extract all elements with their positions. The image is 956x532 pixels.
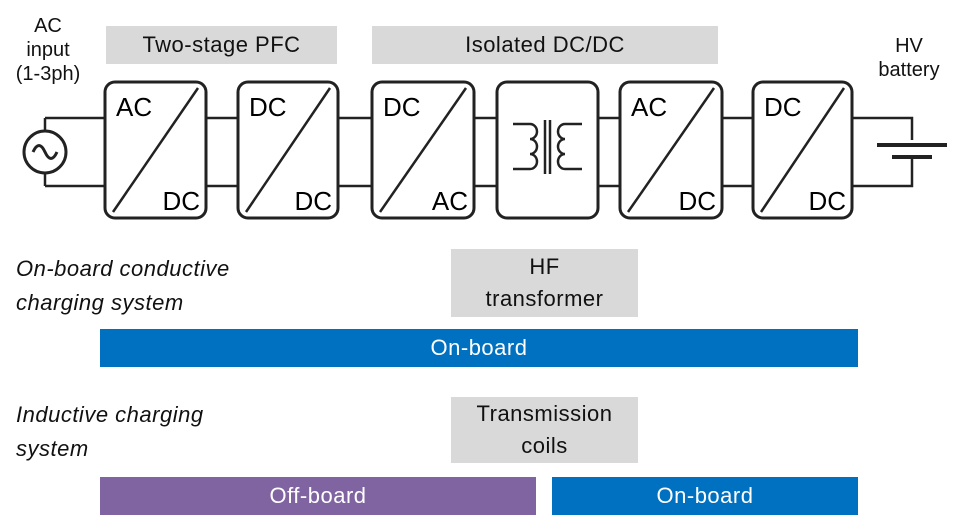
converter-3-top: DC <box>383 92 421 122</box>
wire-bottom <box>45 158 914 188</box>
converter-block-2: DC DC <box>236 80 340 220</box>
isolated-dcdc-label: Isolated DC/DC <box>372 26 718 64</box>
conductive-system-label: On-board conductive charging system <box>16 256 230 315</box>
converter-block-4: AC DC <box>618 80 724 220</box>
hf-transformer-label: HF transformer <box>451 249 638 317</box>
converter-block-5: DC DC <box>751 80 854 220</box>
inductive-system-label: Inductive charging system <box>16 402 204 461</box>
transmission-coils-label: Transmission coils <box>451 397 638 463</box>
battery-icon <box>877 143 947 159</box>
converter-2-top: DC <box>249 92 287 122</box>
hv-battery-label: HV battery <box>878 35 940 81</box>
wire-top <box>45 116 914 140</box>
converter-1-top: AC <box>116 92 152 122</box>
converter-block-1: AC DC <box>103 80 208 220</box>
converter-5-top: DC <box>764 92 802 122</box>
conductive-onboard-bar: On-board <box>100 329 858 367</box>
ac-input-label: AC input (1-3ph) <box>15 15 81 85</box>
converter-5-bottom: DC <box>808 186 846 216</box>
inductive-onboard-bar: On-board <box>552 477 858 515</box>
converter-chain-diagram: AC DC DC DC DC AC AC DC DC DC <box>22 80 947 220</box>
converter-2-bottom: DC <box>294 186 332 216</box>
converter-block-3: DC AC <box>370 80 476 220</box>
converter-4-top: AC <box>631 92 667 122</box>
two-stage-pfc-label: Two-stage PFC <box>106 26 337 64</box>
converter-4-bottom: DC <box>678 186 716 216</box>
transformer-icon <box>513 120 582 174</box>
transformer-block <box>495 80 600 220</box>
ac-source-icon <box>22 129 68 175</box>
converter-1-bottom: DC <box>162 186 200 216</box>
converter-3-bottom: AC <box>432 186 468 216</box>
inductive-offboard-bar: Off-board <box>100 477 536 515</box>
